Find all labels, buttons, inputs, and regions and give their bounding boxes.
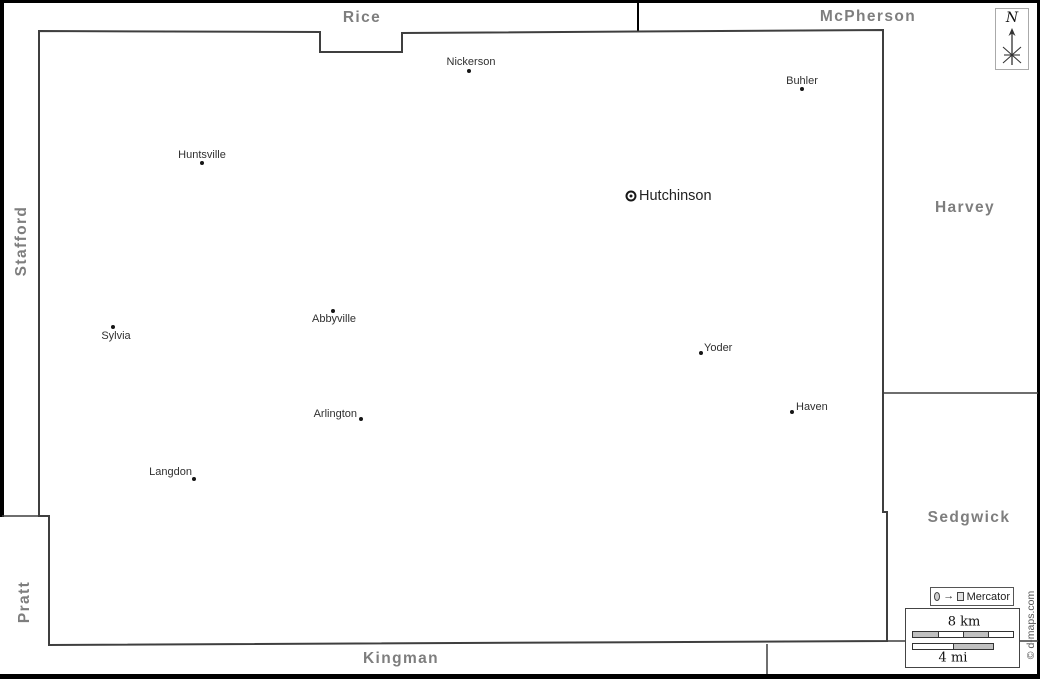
north-letter: N	[1005, 10, 1019, 26]
town-dot-marker	[467, 69, 471, 73]
town-dot-marker	[800, 87, 804, 91]
scale-segment	[988, 632, 1013, 637]
scale-segment	[913, 644, 953, 649]
scale-bar-km	[912, 631, 1014, 638]
sphere-icon	[934, 592, 941, 601]
town-label-langdon: Langdon	[149, 466, 192, 478]
compass-icon	[1002, 28, 1022, 65]
neatline-bottom	[0, 674, 1040, 679]
county-border	[38, 28, 888, 647]
scale-segment	[938, 632, 963, 637]
scale-box: 8 km 4 mi	[905, 608, 1020, 668]
scale-km-label: 8 km	[947, 614, 981, 630]
town-label-hutchinson: Hutchinson	[639, 188, 712, 204]
county-label-kingman: Kingman	[362, 650, 440, 667]
neatline-right	[1037, 0, 1040, 679]
county-seat-marker-core	[629, 194, 633, 198]
neatline-left	[0, 0, 4, 517]
town-dot-marker	[790, 410, 794, 414]
town-label-huntsville: Huntsville	[178, 149, 226, 161]
town-dot-marker	[111, 325, 115, 329]
scale-bar-mi	[912, 643, 994, 650]
town-label-haven: Haven	[796, 401, 828, 413]
scale-segment	[913, 632, 938, 637]
county-label-mcpherson: McPherson	[819, 8, 917, 25]
town-dot-marker	[200, 161, 204, 165]
county-label-harvey: Harvey	[934, 199, 996, 216]
north-indicator: N	[995, 8, 1029, 70]
county-label-rice: Rice	[342, 9, 382, 26]
town-label-sylvia: Sylvia	[101, 330, 131, 342]
scale-mi-label: 4 mi	[938, 650, 968, 666]
projection-name: Mercator	[966, 590, 1010, 603]
scale-segment	[953, 644, 993, 649]
copyright-credit: © d-maps.com	[1025, 590, 1037, 660]
county-label-stafford: Stafford	[13, 205, 30, 277]
scale-segment	[963, 632, 988, 637]
county-label-pratt: Pratt	[16, 580, 33, 624]
town-label-yoder: Yoder	[704, 342, 733, 354]
projected-map-icon	[957, 592, 964, 601]
town-dot-marker	[699, 351, 703, 355]
town-dot-marker	[192, 477, 196, 481]
town-label-buhler: Buhler	[786, 75, 818, 87]
town-label-arlington: Arlington	[313, 408, 357, 420]
county-seat-marker	[625, 190, 637, 202]
arrow-right-icon: →	[943, 590, 955, 602]
town-label-abbyville: Abbyville	[311, 313, 357, 325]
town-dot-marker	[331, 309, 335, 313]
neatline-top	[0, 0, 1040, 3]
projection-legend: → Mercator	[930, 587, 1014, 606]
town-label-nickerson: Nickerson	[446, 56, 496, 68]
town-dot-marker	[359, 417, 363, 421]
county-label-sedgwick: Sedgwick	[927, 509, 1011, 526]
